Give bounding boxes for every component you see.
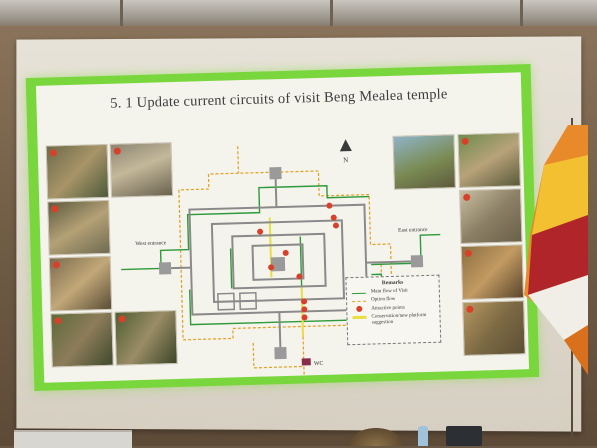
attractive-point-icon — [49, 149, 57, 157]
plant-decoration — [348, 428, 404, 446]
temple-photo — [48, 255, 113, 312]
yellow-line-icon — [352, 315, 367, 320]
orange-dashed-line-icon — [352, 300, 367, 303]
gopura-towers — [158, 167, 424, 360]
attractive-points — [257, 202, 356, 329]
attractive-point-icon — [466, 305, 474, 313]
legend-label: suggestion — [371, 319, 394, 326]
remarks-title: Remarks — [381, 279, 404, 287]
legend-label: Option flow — [370, 296, 396, 303]
temple-photo — [459, 188, 523, 245]
projector — [14, 430, 132, 448]
laptop — [446, 426, 482, 446]
presentation-slide: 5. 1 Update current circuits of visit Be… — [25, 64, 540, 391]
attractive-point-icon — [52, 261, 61, 269]
wc-label: WC — [314, 361, 324, 367]
temple-photo — [47, 199, 111, 256]
slide-title: 5. 1 Update current circuits of visit Be… — [110, 86, 448, 112]
attractive-point-icon — [51, 205, 59, 213]
temple-photo — [45, 143, 110, 200]
north-label: N — [343, 156, 348, 164]
green-line-icon — [351, 292, 366, 295]
ceiling — [0, 0, 597, 30]
slide-content: 5. 1 Update current circuits of visit Be… — [35, 72, 530, 383]
legend-item-attractive-points: Attractive points — [352, 304, 439, 312]
legend-item-main-flow: Main flow of Visit — [351, 288, 439, 295]
red-dot-icon — [352, 305, 366, 312]
temple-photo — [460, 244, 525, 301]
north-arrow-icon — [339, 139, 352, 152]
water-bottle — [418, 426, 428, 446]
wc-icon — [301, 358, 311, 366]
temple-circuit-map: N — [117, 122, 454, 381]
legend-label: Main flow of Visit — [370, 288, 408, 295]
buddhist-flag — [524, 125, 588, 375]
temple-photo — [457, 132, 521, 189]
attractive-point-icon — [54, 317, 62, 325]
attractive-point-icon — [464, 249, 472, 257]
temple-photo — [50, 311, 114, 368]
legend-item-suggestion: suggestion — [372, 319, 440, 326]
attractive-point-icon — [461, 137, 469, 145]
legend-label: Attractive points — [371, 305, 405, 312]
attractive-point-icon — [463, 193, 471, 201]
temple-walls — [166, 172, 422, 353]
temple-photo — [462, 300, 526, 356]
legend-item-option-flow: Option flow — [352, 296, 439, 303]
ceiling-beam — [330, 0, 333, 30]
ceiling-beam — [520, 0, 523, 30]
remarks-legend: Remarks Main flow of Visit Option flow A… — [345, 274, 442, 346]
ceiling-beam — [120, 0, 123, 30]
